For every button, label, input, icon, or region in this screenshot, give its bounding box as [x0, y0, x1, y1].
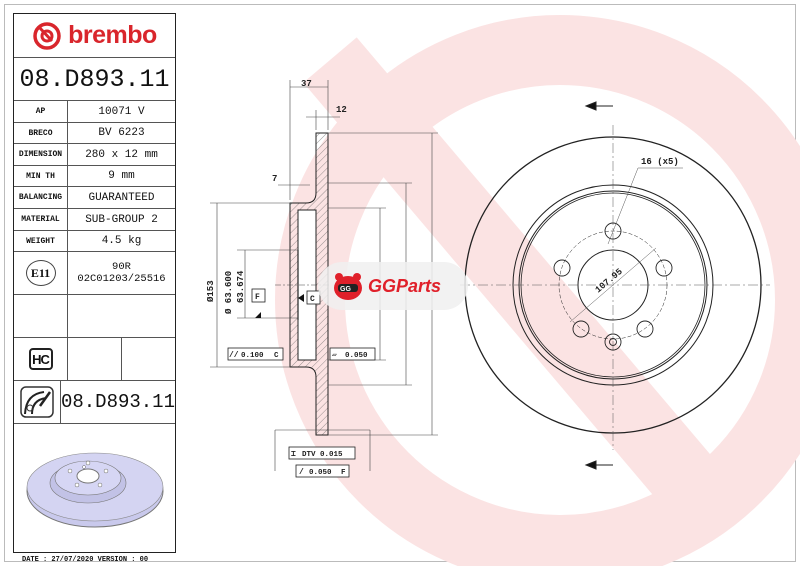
dim-hub-max: 63.674 — [236, 270, 246, 303]
hc-badge: HC — [28, 348, 53, 370]
empty-row — [14, 295, 175, 338]
dim-dia-153: Ø153 — [206, 280, 216, 302]
tol-runout: 0.050 — [309, 469, 332, 477]
spec-row-material: MATERIAL SUB-GROUP 2 — [14, 209, 175, 231]
approval-code: 90R — [112, 261, 131, 273]
date-version: DATE : 27/07/2020 VERSION : 00 — [22, 556, 149, 564]
part-number: 08.D893.11 — [14, 58, 175, 101]
spec-value: SUB-GROUP 2 — [85, 213, 158, 226]
pad-part-number: 08.D893.11 — [60, 391, 175, 413]
spec-label: WEIGHT — [14, 231, 68, 251]
brake-pad-icon — [20, 386, 54, 418]
spec-row-breco: BRECO BV 6223 — [14, 123, 175, 144]
spec-row-balancing: BALANCING GUARANTEED — [14, 187, 175, 209]
spec-row-ap: AP 10071 V — [14, 101, 175, 123]
e11-badge: E11 — [25, 260, 56, 286]
flatness-symbol: ▱ — [332, 351, 337, 360]
dim-7: 7 — [272, 174, 277, 184]
disc-3d-image — [26, 452, 163, 528]
dim-hub-min: Ø 63.600 — [224, 271, 234, 314]
spec-value: GUARANTEED — [88, 191, 155, 204]
spec-value: 10071 V — [98, 105, 145, 118]
tol-dtv: DTV 0.015 — [302, 451, 343, 459]
spec-row-dimension: DIMENSION 280 x 12 mm — [14, 144, 175, 166]
dim-12: 12 — [336, 105, 347, 115]
brembo-logo-icon — [33, 21, 61, 50]
spec-label: MIN TH — [14, 166, 68, 186]
spec-value: 9 mm — [108, 170, 135, 182]
tol-parallel-ref: C — [274, 352, 279, 360]
ggparts-watermark: GG GGParts — [318, 262, 468, 310]
pcd-label: 107.95 — [594, 267, 625, 295]
spec-value: 280 x 12 mm — [85, 148, 158, 161]
spec-table: brembo 08.D893.11 AP 10071 V BRECO BV 6223… — [13, 13, 176, 553]
spec-row-min-th: MIN TH 9 mm — [14, 166, 175, 187]
front-view — [460, 101, 770, 470]
disc-render — [14, 424, 175, 552]
runout-symbol: / — [299, 468, 304, 477]
ggparts-text: GGParts — [368, 275, 442, 296]
dim-37: 37 — [301, 79, 312, 89]
datum-c: C — [310, 295, 315, 304]
tol-runout-ref: F — [341, 469, 346, 477]
spec-value: BV 6223 — [98, 127, 145, 139]
tol-parallel: 0.100 — [241, 352, 264, 360]
pad-row: 08.D893.11 — [14, 381, 175, 424]
holes-label: 16 (x5) — [641, 157, 679, 167]
svg-text:GG: GG — [340, 286, 351, 293]
spec-label: BALANCING — [14, 187, 68, 208]
dtv-symbol: ⌶ — [291, 450, 296, 459]
datum-f: F — [255, 293, 260, 302]
ggparts-mascot-icon: GG — [334, 273, 362, 300]
brand-name: brembo — [68, 21, 157, 49]
section-view — [210, 80, 438, 471]
brand-logo: brembo — [14, 14, 175, 58]
parallel-symbol: // — [229, 351, 239, 360]
tol-flatness: 0.050 — [345, 352, 368, 360]
spec-row-weight: WEIGHT 4.5 kg — [14, 231, 175, 252]
spec-label: BRECO — [14, 123, 68, 143]
spec-label: MATERIAL — [14, 209, 68, 230]
hc-row: HC — [14, 338, 175, 381]
spec-label: DIMENSION — [14, 144, 68, 165]
spec-label: AP — [14, 101, 68, 122]
approval-number: 02C01203/25516 — [77, 273, 166, 285]
spec-value: 4.5 kg — [101, 235, 142, 247]
